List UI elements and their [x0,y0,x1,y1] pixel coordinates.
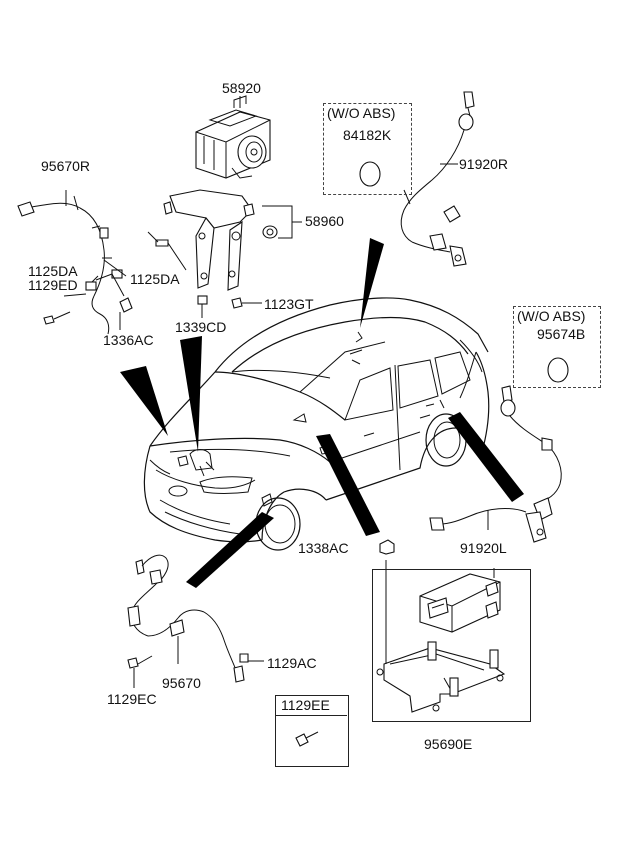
label-84182K: 84182K [343,127,392,143]
label-1338AC: 1338AC [298,540,349,556]
sensor-module-frame [372,569,531,722]
label-95670R: 95670R [41,158,91,174]
bolt-1129EE [295,731,319,747]
label-95690E: 95690E [424,736,473,752]
label-1125DA-a: 1125DA [28,263,78,279]
label-1339CD: 1339CD [175,319,227,335]
label-95670: 95670 [162,675,201,691]
label-1125DA-b: 1125DA [130,271,180,287]
sensor-harness-95670R [17,190,133,335]
sensor-harness-95670 [127,554,264,688]
nut-1339CD [197,295,208,318]
label-wo-abs-2: (W/O ABS) [517,308,586,324]
label-58920: 58920 [222,80,261,96]
label-91920L: 91920L [460,540,507,556]
sensor-module-95690E [376,560,506,713]
sensor-harness-91920L [429,385,562,543]
bolt-1129EE-frame [275,695,349,767]
callout-wedges [120,238,524,588]
label-91920R: 91920R [459,156,509,172]
label-58960: 58960 [305,213,344,229]
label-1129EE: 1129EE [281,697,330,713]
wo-abs-box-84182K [323,103,412,195]
car-illustration [143,297,490,551]
bolt-1125DA-b [147,231,187,271]
label-wo-abs-1: (W/O ABS) [327,105,396,121]
o-ring-84182K [359,161,381,187]
hecu-module [195,95,271,179]
bolt-1129EE-frame-divider [275,715,347,716]
label-1123GT: 1123GT [264,296,314,312]
label-95674B: 95674B [537,326,586,342]
o-ring-95674B [547,357,569,383]
hecu-bracket [163,189,278,291]
label-1129ED: 1129ED [28,277,78,293]
label-1336AC: 1336AC [103,332,154,348]
label-1129AC: 1129AC [267,655,317,671]
bolt-1123GT [231,297,262,309]
nut-1338AC [379,539,395,555]
wo-abs-box-95674B [513,306,601,388]
label-1129EC: 1129EC [107,691,157,707]
sensor-harness-91920R [400,91,475,267]
